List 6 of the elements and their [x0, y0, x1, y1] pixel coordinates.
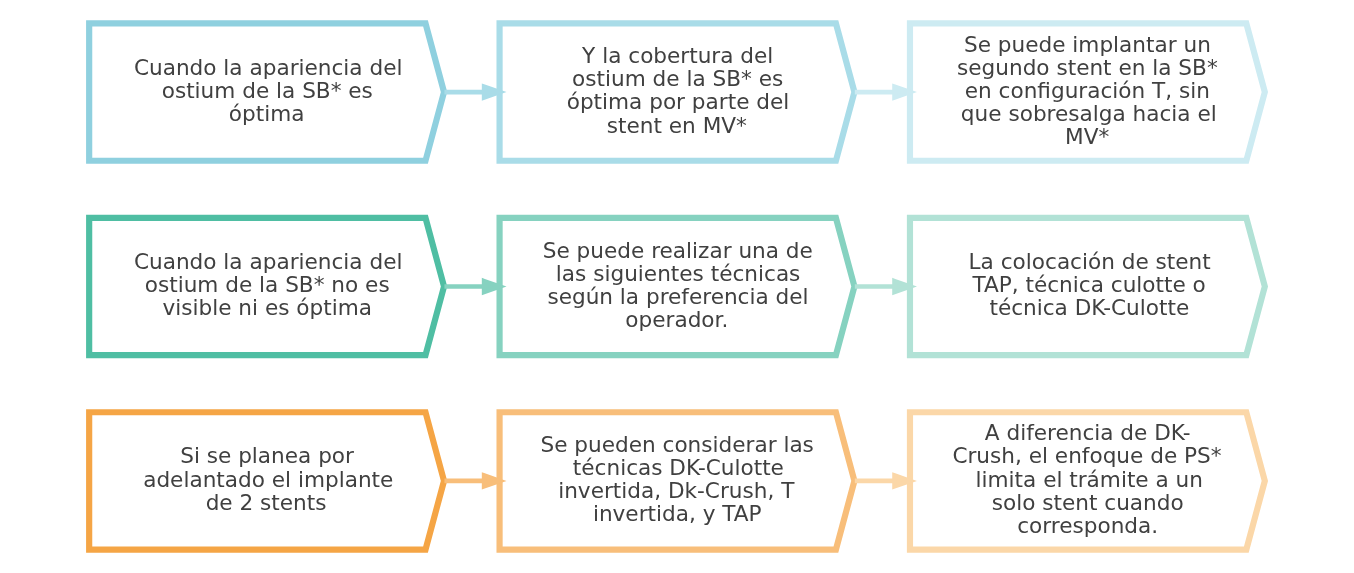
arrow: [854, 472, 917, 490]
arrow: [854, 83, 917, 101]
arrow: [854, 277, 917, 296]
arrow: [444, 472, 507, 490]
arrow: [444, 277, 507, 296]
arrow: [444, 83, 507, 101]
